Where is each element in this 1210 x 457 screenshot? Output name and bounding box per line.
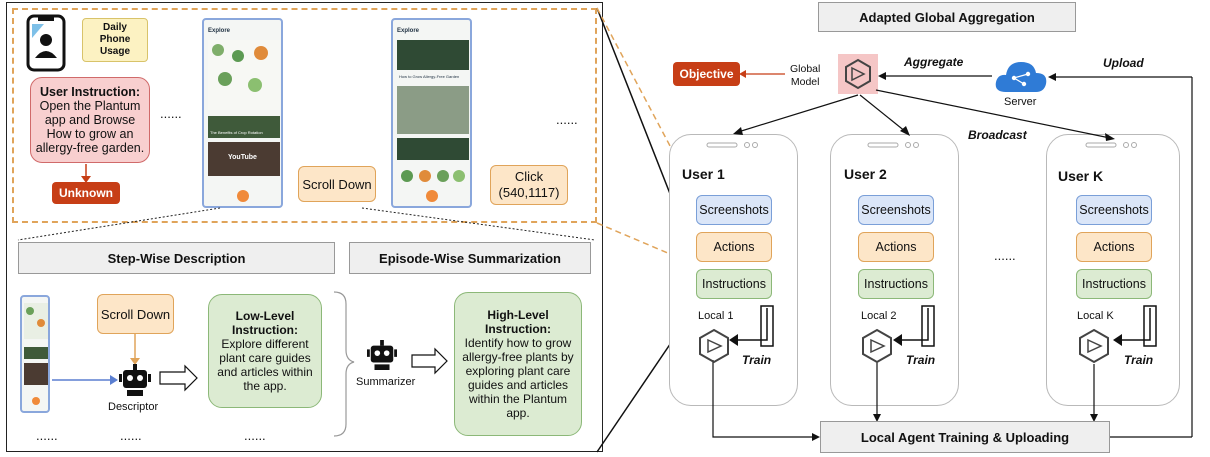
- train-label-1: Train: [742, 353, 772, 367]
- upload-label: Upload: [1103, 56, 1144, 70]
- user-instruction-box: User Instruction: Open the Plantum app a…: [30, 77, 150, 163]
- user-1-instructions: Instructions: [696, 269, 772, 299]
- user-1-label: User 1: [682, 166, 725, 182]
- low-level-instruction-box: Low-Level Instruction: Explore different…: [208, 294, 322, 408]
- app-screenshot-1: Explore The Benefits of Crop Rotation Yo…: [202, 18, 283, 208]
- high-level-instruction-box: High-Level Instruction: Identify how to …: [454, 292, 582, 436]
- descriptor-robot-icon: [119, 364, 151, 396]
- local-k-label: Local K: [1077, 310, 1114, 322]
- click-action: Click (540,1117): [490, 165, 568, 205]
- local-2-label: Local 2: [861, 310, 897, 322]
- server-cloud-icon: [995, 62, 1047, 92]
- unknown-box: Unknown: [52, 182, 120, 204]
- screenshot-1-title: Explore: [208, 28, 231, 34]
- local-model-1-icon: [699, 328, 729, 364]
- scroll-down-action-2: Scroll Down: [97, 294, 174, 334]
- user-k-label: User K: [1058, 168, 1104, 184]
- trajectory-region: [12, 8, 597, 223]
- screenshot-1-video-label: YouTube: [228, 154, 257, 161]
- high-level-title: High-Level Instruction:: [485, 308, 551, 336]
- episode-wise-header: Episode-Wise Summarization: [349, 242, 591, 274]
- screenshot-1-card: The Benefits of Crop Rotation: [210, 130, 263, 135]
- user-2-instructions: Instructions: [858, 269, 934, 299]
- user-instruction-title: User Instruction:: [39, 85, 140, 99]
- user-1-actions: Actions: [696, 232, 772, 262]
- ellipsis-left: ......: [160, 106, 182, 121]
- summarizer-label: Summarizer: [356, 376, 416, 388]
- global-aggregation-title: Adapted Global Aggregation: [818, 2, 1076, 32]
- local-model-k-icon: [1079, 328, 1109, 364]
- screenshot-2-title: Explore: [397, 28, 420, 34]
- user-k-instructions: Instructions: [1076, 269, 1152, 299]
- daily-usage-box: Daily Phone Usage: [82, 18, 148, 62]
- server-label: Server: [1004, 96, 1037, 108]
- left-connectors: [17, 207, 596, 437]
- arrow-instruction-to-unknown: [81, 164, 91, 183]
- train-label-k: Train: [1124, 353, 1154, 367]
- bottom-ellipsis-2: ......: [120, 428, 142, 443]
- local-model-2-icon: [862, 328, 892, 364]
- bottom-ellipsis-3: ......: [244, 428, 266, 443]
- user-k-actions: Actions: [1076, 232, 1152, 262]
- phone-user-icon: [26, 14, 66, 72]
- app-screenshot-2: Explore How to Grow Allergy-Free Garden: [391, 18, 472, 208]
- user-2-screenshots: Screenshots: [858, 195, 934, 225]
- users-ellipsis: ......: [994, 248, 1016, 263]
- global-model-label: Global Model: [790, 63, 821, 88]
- global-model-icon: [845, 58, 871, 90]
- low-level-title: Low-Level Instruction:: [232, 309, 298, 337]
- user-instruction-body: Open the Plantum app and Browse How to g…: [35, 99, 145, 155]
- bottom-ellipsis-1: ......: [36, 428, 58, 443]
- user-1-screenshots: Screenshots: [696, 195, 772, 225]
- user-2-label: User 2: [844, 166, 887, 182]
- left-panel: [6, 2, 603, 452]
- step-wise-header: Step-Wise Description: [18, 242, 335, 274]
- local-1-label: Local 1: [698, 310, 734, 322]
- objective-box: Objective: [673, 62, 740, 86]
- local-training-footer: Local Agent Training & Uploading: [820, 421, 1110, 453]
- train-label-2: Train: [906, 353, 936, 367]
- scroll-down-action-1: Scroll Down: [298, 166, 376, 202]
- summarizer-robot-icon: [367, 340, 397, 370]
- user-2-actions: Actions: [858, 232, 934, 262]
- aggregate-label: Aggregate: [904, 55, 964, 69]
- descriptor-label: Descriptor: [108, 401, 159, 413]
- high-level-body: Identify how to grow allergy-free plants…: [462, 336, 574, 420]
- screenshot-2-card: How to Grow Allergy-Free Garden: [399, 74, 460, 79]
- low-level-body: Explore different plant care guides and …: [217, 337, 313, 393]
- user-k-screenshots: Screenshots: [1076, 195, 1152, 225]
- step-screenshot: [20, 295, 50, 413]
- ellipsis-right: ......: [556, 112, 578, 127]
- broadcast-label: Broadcast: [968, 128, 1027, 142]
